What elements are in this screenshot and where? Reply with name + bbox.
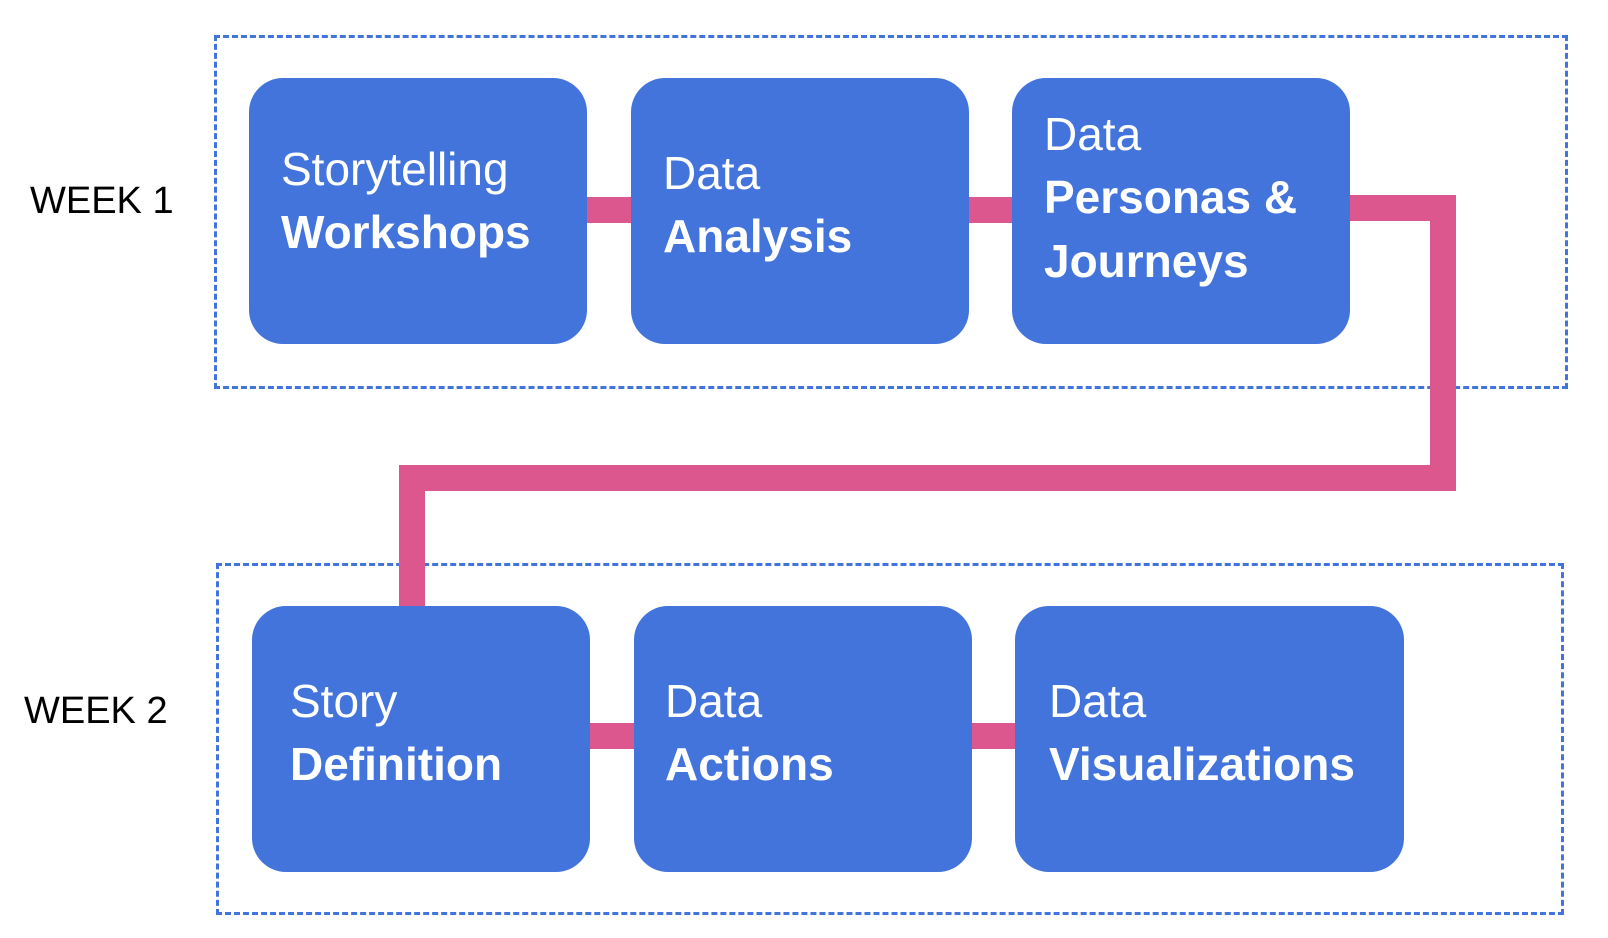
step-title: Analysis [663,210,853,263]
week-1-label: WEEK 1 [30,180,174,222]
connector-definition-actions [588,723,636,749]
step-data-visualizations: Data Visualizations [1015,606,1404,872]
step-title: Actions [665,738,834,791]
step-story-definition: Story Definition [252,606,590,872]
week-2-label: WEEK 2 [24,690,168,732]
step-prefix: Data [663,147,761,199]
week-2-frame [216,563,1564,915]
step-prefix: Story [290,675,398,727]
step-title: Workshops [281,206,531,259]
connector-vertical-left [399,465,425,609]
connector-vertical-right [1430,195,1456,491]
step-title: Definition [290,738,503,791]
step-prefix: Data [1044,108,1142,160]
step-data-actions: Data Actions [634,606,972,872]
step-title: Visualizations [1049,738,1355,791]
step-prefix: Data [665,675,763,727]
step-prefix: Data [1049,675,1147,727]
step-prefix: Storytelling [281,143,509,195]
step-storytelling-workshops: Storytelling Workshops [249,78,587,344]
connector-actions-visualizations [969,723,1017,749]
week-1-frame [214,35,1568,389]
connector-workshops-analysis [585,197,633,223]
step-data-analysis: Data Analysis [631,78,969,344]
step-data-personas-journeys: Data Personas & Journeys [1012,78,1350,344]
step-title: Personas & Journeys [1044,171,1298,287]
connector-analysis-personas [966,197,1014,223]
connector-horizontal-middle [399,465,1456,491]
